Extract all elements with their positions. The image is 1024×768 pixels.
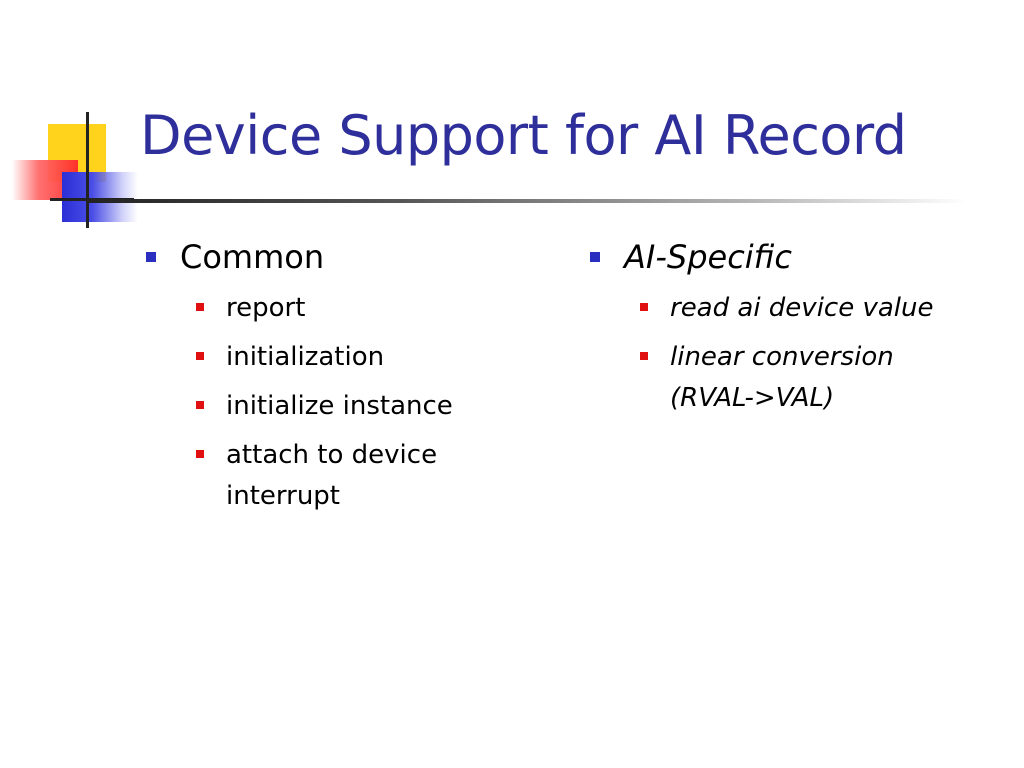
slide-logo-decoration <box>0 0 150 240</box>
square-bullet-icon <box>590 252 600 262</box>
sub-bullet-text: initialize instance <box>226 391 453 421</box>
sub-bullet-item: read ai device value <box>640 288 1000 328</box>
title-underline-rule <box>88 199 968 203</box>
sub-bullet-item: initialization <box>196 337 536 377</box>
square-bullet-icon <box>640 352 648 360</box>
slide-title: Device Support for AI Record <box>140 104 907 167</box>
logo-blue-square <box>62 172 138 222</box>
ai-specific-sub-list: read ai device value linear conversion (… <box>590 288 1000 419</box>
sub-bullet-text: read ai device value <box>670 293 934 323</box>
column-common: Common report initialization initialize … <box>146 236 536 526</box>
common-sub-list: report initialization initialize instanc… <box>146 288 536 517</box>
square-bullet-icon <box>146 252 156 262</box>
bullet-heading-text: AI-Specific <box>624 238 792 276</box>
bullet-heading-common: Common <box>146 236 536 278</box>
column-ai-specific: AI-Specific read ai device value linear … <box>590 236 1000 428</box>
sub-bullet-item: linear conversion (RVAL->VAL) <box>640 337 950 419</box>
sub-bullet-text: report <box>226 293 306 323</box>
sub-bullet-item: initialize instance <box>196 386 536 426</box>
sub-bullet-text: initialization <box>226 342 385 372</box>
bullet-heading-text: Common <box>180 238 325 276</box>
square-bullet-icon <box>196 352 204 360</box>
square-bullet-icon <box>196 303 204 311</box>
square-bullet-icon <box>196 450 204 458</box>
square-bullet-icon <box>196 401 204 409</box>
logo-vertical-line <box>86 112 89 228</box>
sub-bullet-item: report <box>196 288 536 328</box>
square-bullet-icon <box>640 303 648 311</box>
sub-bullet-item: attach to device interrupt <box>196 435 486 517</box>
sub-bullet-text: linear conversion (RVAL->VAL) <box>670 342 894 413</box>
sub-bullet-text: attach to device interrupt <box>226 440 438 511</box>
bullet-heading-ai-specific: AI-Specific <box>590 236 1000 278</box>
